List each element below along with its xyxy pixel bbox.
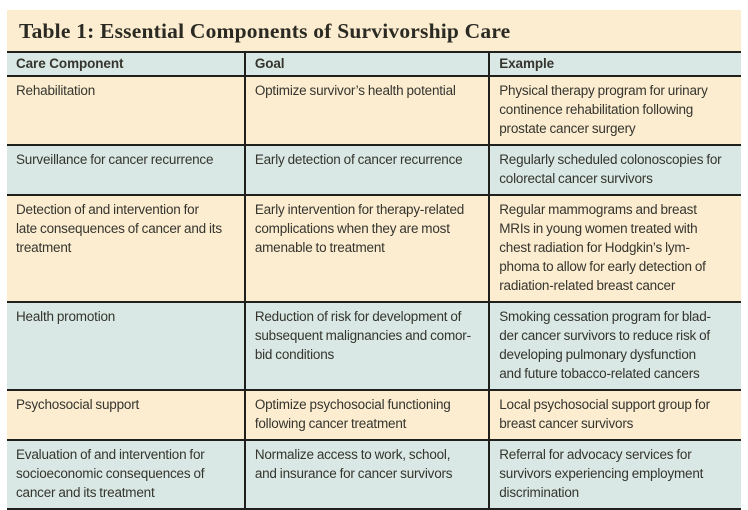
cell-goal: Normalize access to work, school, and in… — [243, 440, 490, 510]
cell-example: Referral for advocacy services for survi… — [488, 440, 741, 510]
cell-goal: Optimize survivor’s health potential — [243, 76, 490, 146]
table-row-rehabilitation: Rehabilitation Optimize survivor’s healt… — [7, 76, 741, 146]
cell-example: Local psychosocial support group for bre… — [488, 390, 741, 441]
cell-goal: Optimize psychosocial functioning follow… — [243, 390, 490, 441]
cell-goal: Reduction of risk for development of sub… — [243, 302, 490, 391]
table-title-band: Table 1: Essential Components of Survivo… — [7, 10, 741, 51]
cell-component: Health promotion — [7, 302, 245, 391]
survivorship-care-table: Care Component Goal Example Rehabilitati… — [7, 51, 741, 510]
table-row-late-consequences: Detection of and intervention for late c… — [7, 195, 741, 303]
cell-example: Regular mammograms and breast MRIs in yo… — [488, 195, 741, 303]
cell-component: Evaluation of and intervention for socio… — [7, 440, 245, 510]
cell-component: Rehabilitation — [7, 76, 245, 146]
header-row: Care Component Goal Example — [7, 51, 741, 77]
table-row-socioeconomic: Evaluation of and intervention for socio… — [7, 440, 741, 510]
table-row-surveillance: Surveillance for cancer recurrence Early… — [7, 145, 741, 196]
cell-goal: Early detection of cancer recurrence — [243, 145, 490, 196]
column-header-care-component: Care Component — [7, 51, 245, 77]
survivorship-care-table-card: Table 1: Essential Components of Survivo… — [7, 10, 741, 510]
table-title: Table 1: Essential Components of Survivo… — [19, 18, 511, 43]
table-row-psychosocial-support: Psychosocial support Optimize psychosoci… — [7, 390, 741, 441]
cell-component: Psychosocial support — [7, 390, 245, 441]
cell-component: Detection of and intervention for late c… — [7, 195, 245, 303]
cell-example: Smoking cessation program for blad- der … — [488, 302, 741, 391]
column-header-example: Example — [488, 51, 741, 77]
cell-goal: Early intervention for therapy-related c… — [243, 195, 490, 303]
cell-example: Regularly scheduled colonoscopies for co… — [488, 145, 741, 196]
cell-component: Surveillance for cancer recurrence — [7, 145, 245, 196]
column-header-goal: Goal — [243, 51, 490, 77]
table-row-health-promotion: Health promotion Reduction of risk for d… — [7, 302, 741, 391]
cell-example: Physical therapy program for urinary con… — [488, 76, 741, 146]
